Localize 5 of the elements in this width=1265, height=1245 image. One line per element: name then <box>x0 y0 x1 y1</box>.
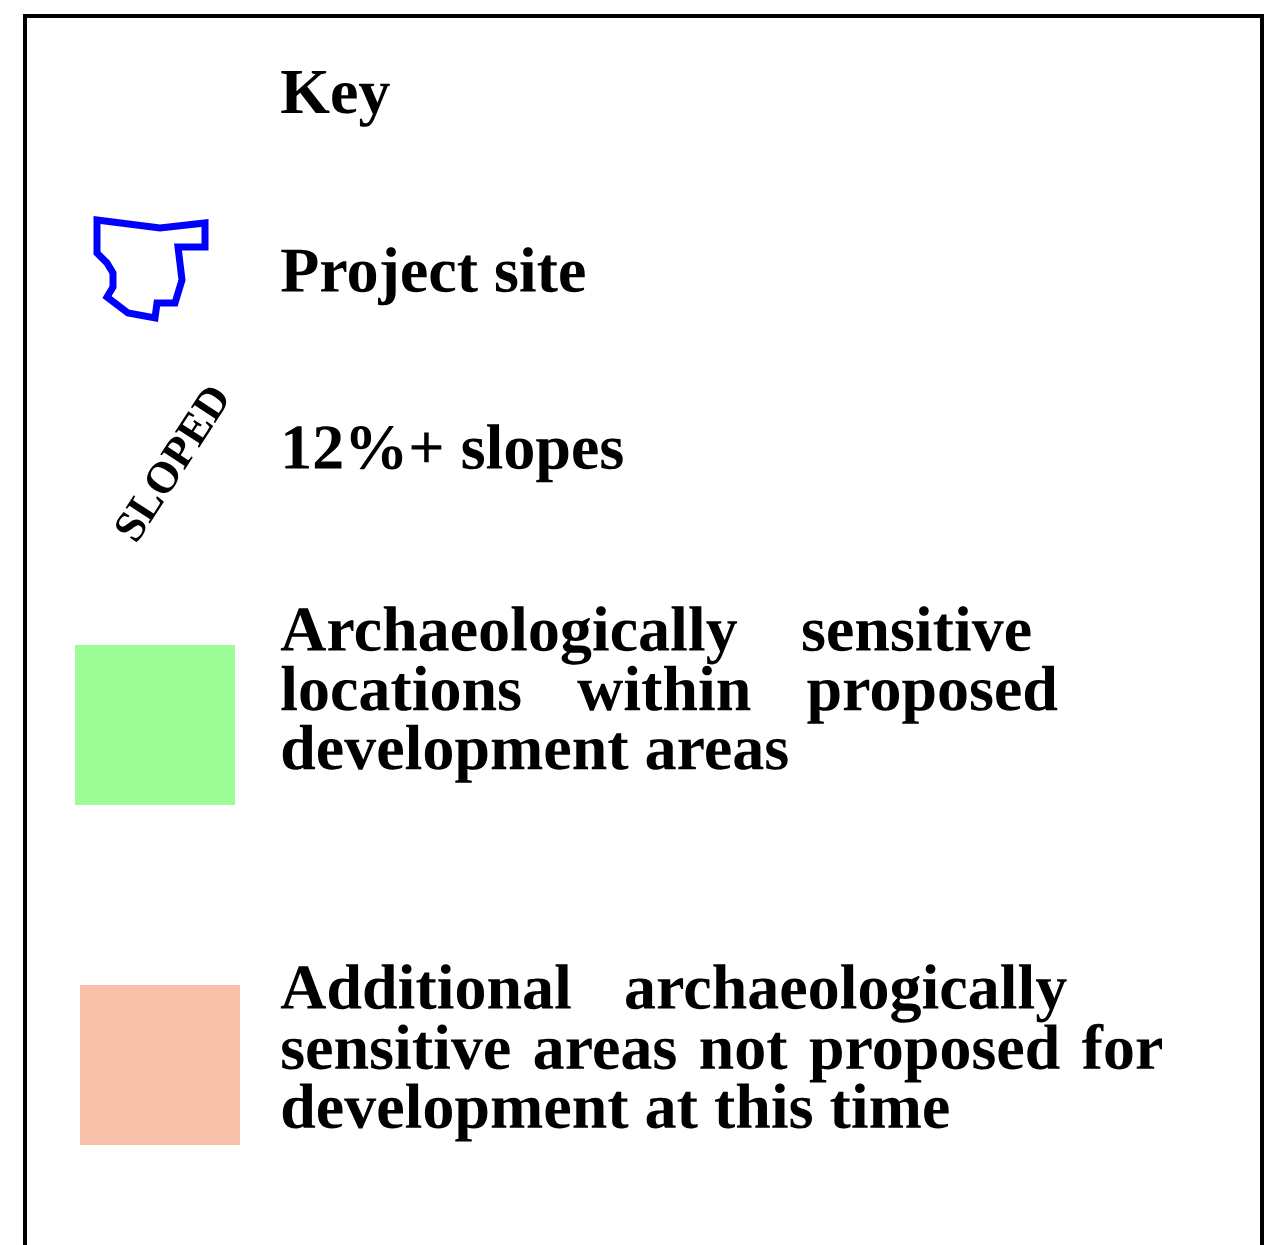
legend-title: Key <box>281 71 390 127</box>
legend-text: Archaeologically sensitive locations within proposed development areas <box>280 606 1058 783</box>
legend-text: Additional archaeologically sensitive areas not proposed for development at this time <box>280 964 1162 1142</box>
legend-text: Project site <box>281 247 585 306</box>
legend-text: 12%+ slopes <box>285 424 623 483</box>
